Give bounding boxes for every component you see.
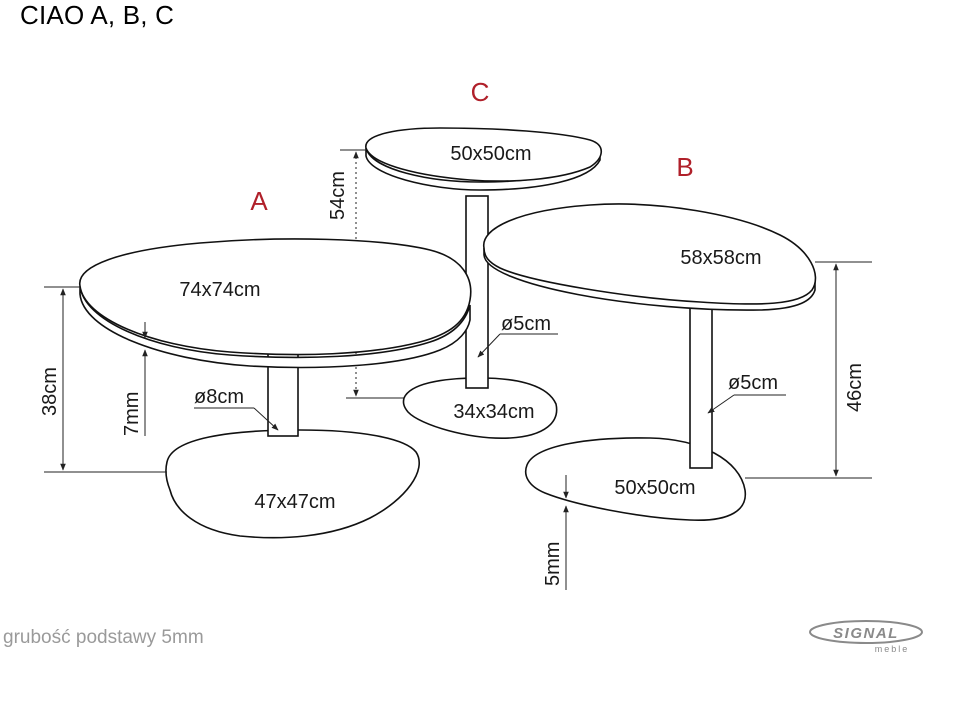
table-a-letter: A bbox=[250, 186, 268, 216]
table-c-base bbox=[402, 377, 558, 439]
table-b-base-thickness: 5mm bbox=[542, 542, 564, 586]
table-c-leg-size: ø5cm bbox=[501, 313, 551, 335]
table-a-top-size: 74x74cm bbox=[179, 279, 260, 301]
table-a-top bbox=[79, 238, 472, 356]
table-b-letter: B bbox=[676, 152, 693, 182]
table-c-top-size: 50x50cm bbox=[450, 143, 531, 165]
table-b-leg-arrow bbox=[707, 394, 735, 414]
table-b: B 58x58cm 50x50cm ø5cm 46cm 5mm bbox=[483, 152, 872, 590]
footer-note: grubość podstawy 5mm bbox=[3, 627, 204, 648]
table-a-thickness: 7mm bbox=[121, 392, 143, 436]
table-c-height: 54cm bbox=[327, 171, 349, 220]
table-b-base-size: 50x50cm bbox=[614, 477, 695, 499]
table-a-leg-size: ø8cm bbox=[194, 386, 244, 408]
table-c-leg-arrow bbox=[477, 333, 501, 358]
table-a-base bbox=[165, 429, 420, 539]
table-c-top bbox=[365, 127, 603, 182]
logo-brand: SIGNAL bbox=[833, 625, 899, 642]
table-a-height: 38cm bbox=[39, 367, 61, 416]
table-b-top bbox=[483, 203, 817, 305]
signal-logo: SIGNAL meble bbox=[809, 620, 923, 654]
logo-sub: meble bbox=[875, 644, 910, 654]
table-a-base-size: 47x47cm bbox=[254, 491, 335, 513]
table-b-leg bbox=[689, 304, 713, 469]
table-a-leg-arrow bbox=[253, 407, 279, 431]
table-b-top-size: 58x58cm bbox=[680, 247, 761, 269]
table-c-base-size: 34x34cm bbox=[453, 401, 534, 423]
table-a: A 74x74cm 47x47cm ø8cm 38cm 7mm bbox=[39, 186, 472, 539]
table-a-top-edge bbox=[79, 285, 471, 369]
table-c: C 50x50cm 34x34cm ø5cm 54cm bbox=[327, 77, 603, 439]
page-title: CIAO A, B, C bbox=[20, 0, 175, 30]
table-c-letter: C bbox=[471, 77, 490, 107]
table-b-height: 46cm bbox=[844, 363, 866, 412]
table-b-leg-size: ø5cm bbox=[728, 372, 778, 394]
